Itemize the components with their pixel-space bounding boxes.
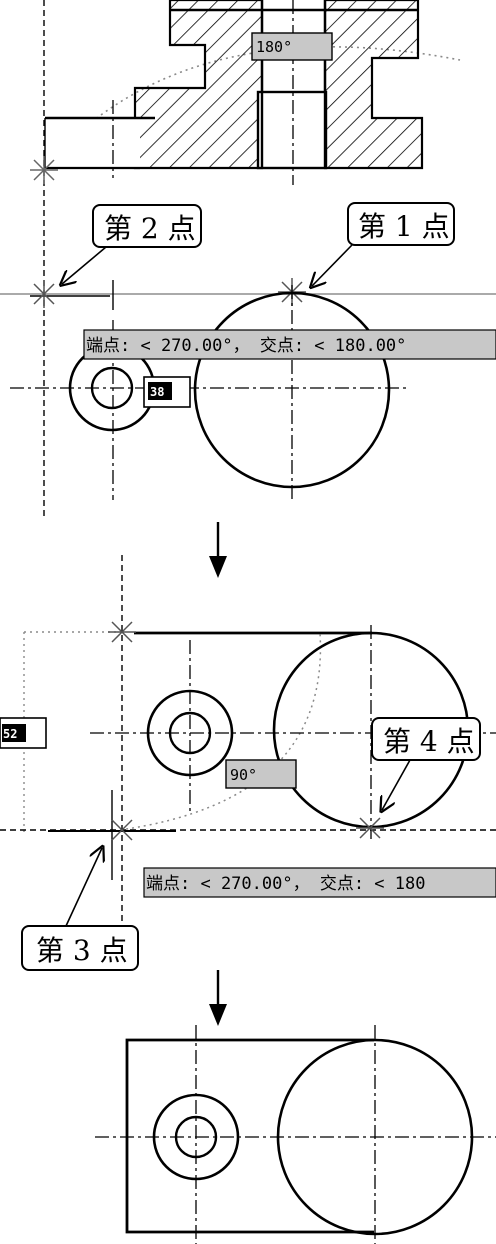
down-arrow-1 bbox=[209, 522, 227, 578]
svg-text:第 2 点: 第 2 点 bbox=[104, 212, 196, 245]
step2-panel: 52 90° 第 4 点 端点: < 270.00°， 交点: < 180 bbox=[0, 555, 496, 971]
svg-text:第 4 点: 第 4 点 bbox=[383, 725, 475, 758]
svg-text:180°: 180° bbox=[256, 38, 292, 56]
length-input-38[interactable]: 38 bbox=[143, 376, 191, 408]
snap-tooltip-step2: 端点: < 270.00°， 交点: < 180 bbox=[143, 867, 496, 898]
snap-tooltip-step1: 端点: < 270.00°， 交点: < 180.00° bbox=[83, 329, 496, 360]
angle-label-180: 180° bbox=[251, 32, 333, 61]
result-panel bbox=[95, 1025, 496, 1244]
step1-panel: 180° 第 2 点 第 1 点 bbox=[0, 0, 496, 520]
snap-marker-point-3 bbox=[111, 819, 133, 841]
snap-marker-upper bbox=[30, 156, 58, 184]
length-input-52[interactable]: 52 bbox=[0, 717, 47, 749]
svg-text:38: 38 bbox=[150, 385, 164, 399]
svg-text:90°: 90° bbox=[230, 766, 257, 784]
svg-text:52: 52 bbox=[3, 727, 17, 741]
svg-text:端点: < 270.00°， 交点: < 180.00°: 端点: < 270.00°， 交点: < 180.00° bbox=[86, 336, 406, 356]
svg-text:第 1 点: 第 1 点 bbox=[358, 210, 450, 243]
callout-point-2: 第 2 点 bbox=[62, 204, 202, 284]
callout-point-3: 第 3 点 bbox=[21, 848, 139, 971]
result-outline bbox=[125, 1038, 374, 1234]
snap-marker-upper-step2 bbox=[108, 621, 136, 643]
callout-point-4: 第 4 点 bbox=[371, 717, 481, 810]
section-view bbox=[44, 0, 424, 185]
snap-marker-point-2 bbox=[33, 280, 55, 308]
svg-text:端点: < 270.00°， 交点: < 180: 端点: < 270.00°， 交点: < 180 bbox=[146, 874, 425, 894]
callout-point-1: 第 1 点 bbox=[312, 202, 455, 286]
down-arrow-2 bbox=[209, 970, 227, 1026]
svg-text:第 3 点: 第 3 点 bbox=[36, 934, 128, 967]
angle-label-90: 90° bbox=[225, 759, 297, 789]
snap-marker-point-4 bbox=[356, 817, 384, 839]
